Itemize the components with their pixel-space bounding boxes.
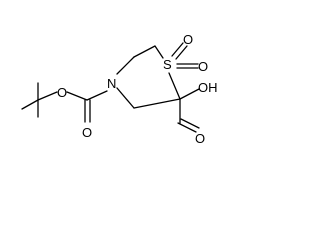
sulfonyl-oxygen-right-label: O — [198, 59, 208, 74]
acid-carbonyl-oxygen-label: O — [195, 131, 205, 146]
bond-c6-to-sulfur — [168, 72, 181, 100]
bond-c3-to-c2 — [133, 45, 156, 58]
bond-acid-carbon-to-hydroxyl — [179, 88, 200, 100]
bond-sulfur-oxygen-top-a — [171, 42, 184, 57]
bond-acid-carbonyl-double-a — [177, 122, 197, 133]
sulfonyl-oxygen-top-label: O — [183, 32, 193, 47]
bond-c5-to-c6 — [133, 98, 181, 109]
bond-tbu-methyl-left — [21, 99, 39, 110]
atom-labels: S O O N O O O OH — [57, 32, 218, 146]
sulfur-label: S — [163, 57, 172, 72]
molecule-structure: S O O N O O O OH — [21, 32, 218, 146]
bond-ether-oxygen-to-carbonyl-carbon — [66, 91, 88, 101]
bond-carbonyl-carbon-to-nitrogen — [86, 90, 108, 101]
acid-hydroxyl-label: OH — [198, 80, 218, 95]
nitrogen-label: N — [107, 76, 116, 91]
bond-c2-to-sulfur — [154, 45, 164, 59]
bond-tbu-to-oxygen — [37, 91, 58, 101]
bond-sulfur-oxygen-top-b — [175, 45, 188, 60]
carbamate-carbonyl-oxygen-label: O — [82, 125, 92, 140]
bond-nitrogen-to-c3 — [116, 56, 135, 75]
bond-acid-carbonyl-double-b — [180, 118, 200, 129]
bonds — [21, 42, 200, 133]
carbamate-ether-oxygen-label: O — [57, 85, 67, 100]
bond-nitrogen-to-c5 — [116, 87, 135, 109]
